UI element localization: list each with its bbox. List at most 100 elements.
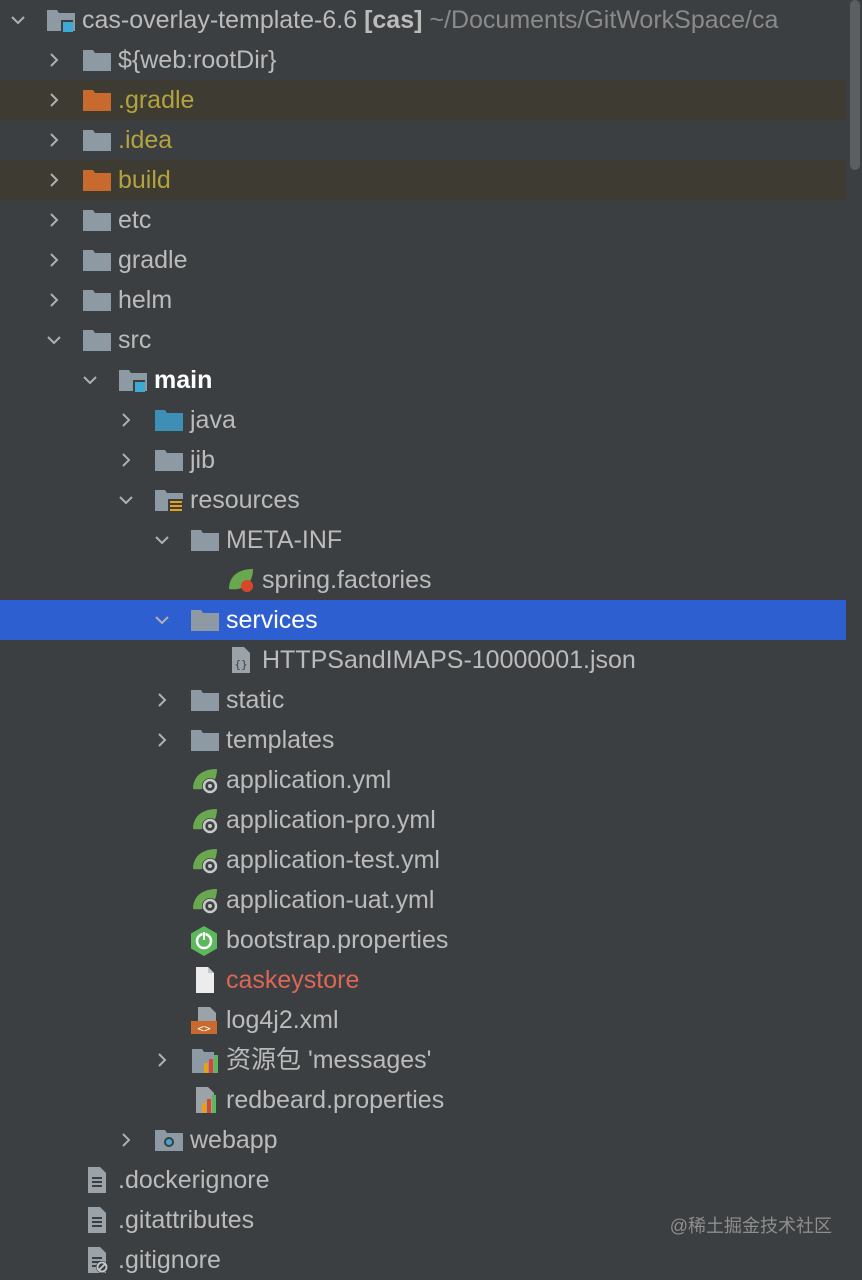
chevron-right-icon[interactable] <box>46 200 66 240</box>
file-label: bootstrap.properties <box>226 926 449 954</box>
folder-icon <box>154 445 184 475</box>
tree-item-meta-inf[interactable]: META-INF <box>0 520 846 560</box>
folder-icon <box>190 605 220 635</box>
tree-item-static[interactable]: static <box>0 680 846 720</box>
tree-item-webapp[interactable]: webapp <box>0 1120 846 1160</box>
file-label: spring.factories <box>262 566 432 594</box>
tree-item-jib[interactable]: jib <box>0 440 846 480</box>
file-label: redbeard.properties <box>226 1086 445 1114</box>
chevron-right-icon[interactable] <box>154 680 174 720</box>
folder-label: jib <box>190 446 216 474</box>
chevron-right-icon[interactable] <box>46 240 66 280</box>
module-name: [cas] <box>364 6 423 34</box>
folder-label: ${web:rootDir} <box>118 46 277 74</box>
tree-item-service-json[interactable]: {} HTTPSandIMAPS-10000001.json <box>0 640 846 680</box>
chevron-right-icon[interactable] <box>46 280 66 320</box>
tree-item-caskeystore[interactable]: caskeystore <box>0 960 846 1000</box>
tree-item-bootstrap-properties[interactable]: bootstrap.properties <box>0 920 846 960</box>
chevron-down-icon[interactable] <box>46 320 66 360</box>
tree-item-application-uat-yml[interactable]: application-uat.yml <box>0 880 846 920</box>
folder-label: static <box>226 686 285 714</box>
tree-item-src[interactable]: src <box>0 320 846 360</box>
tree-item-spring-factories[interactable]: spring.factories <box>0 560 846 600</box>
tree-item-resources[interactable]: resources <box>0 480 846 520</box>
folder-icon <box>82 125 112 155</box>
watermark: @稀土掘金技术社区 <box>669 1216 832 1236</box>
tree-item-root-dir[interactable]: ${web:rootDir} <box>0 40 846 80</box>
text-file-icon <box>82 1165 112 1195</box>
chevron-right-icon[interactable] <box>118 400 138 440</box>
chevron-right-icon[interactable] <box>46 40 66 80</box>
folder-label: webapp <box>190 1126 278 1154</box>
folder-icon <box>190 685 220 715</box>
folder-icon <box>190 525 220 555</box>
folder-label: templates <box>226 726 335 754</box>
chevron-right-icon[interactable] <box>46 80 66 120</box>
tree-item-etc[interactable]: etc <box>0 200 846 240</box>
spring-yml-icon <box>190 805 220 835</box>
chevron-right-icon[interactable] <box>118 1120 138 1160</box>
folder-icon <box>190 725 220 755</box>
web-folder-icon <box>154 1125 184 1155</box>
tree-item-build[interactable]: build <box>0 160 846 200</box>
chevron-down-icon[interactable] <box>10 0 30 40</box>
tree-item-application-test-yml[interactable]: application-test.yml <box>0 840 846 880</box>
tree-item-application-yml[interactable]: application.yml <box>0 760 846 800</box>
bundle-label: 资源包 'messages' <box>226 1046 432 1074</box>
tree-item-gitattributes[interactable]: .gitattributes <box>0 1200 846 1240</box>
tree-item-services[interactable]: services <box>0 600 846 640</box>
tree-item-redbeard-properties[interactable]: redbeard.properties <box>0 1080 846 1120</box>
tree-item-application-pro-yml[interactable]: application-pro.yml <box>0 800 846 840</box>
chevron-right-icon[interactable] <box>46 120 66 160</box>
excluded-folder-icon <box>82 165 112 195</box>
folder-label: main <box>154 366 213 394</box>
file-label: .gitattributes <box>118 1206 255 1234</box>
text-file-icon <box>82 1205 112 1235</box>
file-label: .dockerignore <box>118 1166 270 1194</box>
tree-item-java[interactable]: java <box>0 400 846 440</box>
folder-label: etc <box>118 206 152 234</box>
svg-text:<>: <> <box>197 1022 211 1035</box>
properties-file-icon <box>190 1085 220 1115</box>
file-label: caskeystore <box>226 966 360 994</box>
chevron-down-icon[interactable] <box>118 480 138 520</box>
folder-label: services <box>226 606 318 634</box>
chevron-right-icon[interactable] <box>118 440 138 480</box>
chevron-right-icon[interactable] <box>154 720 174 760</box>
resource-bundle-icon <box>190 1045 220 1075</box>
tree-item-idea[interactable]: .idea <box>0 120 846 160</box>
chevron-right-icon[interactable] <box>46 160 66 200</box>
tree-item-log4j2-xml[interactable]: <> log4j2.xml <box>0 1000 846 1040</box>
folder-label: helm <box>118 286 173 314</box>
tree-item-project-root[interactable]: cas-overlay-template-6.6 [cas] ~/Documen… <box>0 0 846 40</box>
vertical-scrollbar[interactable] <box>850 0 860 170</box>
chevron-down-icon[interactable] <box>82 360 102 400</box>
tree-item-templates[interactable]: templates <box>0 720 846 760</box>
folder-label: build <box>118 166 171 194</box>
folder-icon <box>82 285 112 315</box>
tree-item-gitignore[interactable]: .gitignore <box>0 1240 846 1280</box>
folder-label: META-INF <box>226 526 343 554</box>
tree-item-dockerignore[interactable]: .dockerignore <box>0 1160 846 1200</box>
spring-yml-icon <box>190 885 220 915</box>
ignore-file-icon <box>82 1245 112 1275</box>
resources-folder-icon <box>154 485 184 515</box>
file-label: application-test.yml <box>226 846 440 874</box>
tree-item-helm[interactable]: helm <box>0 280 846 320</box>
spring-yml-icon <box>190 765 220 795</box>
tree-item-resource-bundle[interactable]: 资源包 'messages' <box>0 1040 846 1080</box>
project-name: cas-overlay-template-6.6 <box>82 6 358 34</box>
folder-icon <box>82 205 112 235</box>
chevron-right-icon[interactable] <box>154 1040 174 1080</box>
tree-item-main[interactable]: main <box>0 360 846 400</box>
chevron-down-icon[interactable] <box>154 600 174 640</box>
folder-label: src <box>118 326 152 354</box>
spring-yml-icon <box>190 845 220 875</box>
folder-icon <box>82 245 112 275</box>
source-folder-icon <box>154 405 184 435</box>
folder-icon <box>82 45 112 75</box>
tree-item-gradle[interactable]: gradle <box>0 240 846 280</box>
json-file-icon: {} <box>226 645 256 675</box>
tree-item-gradle-hidden[interactable]: .gradle <box>0 80 846 120</box>
chevron-down-icon[interactable] <box>154 520 174 560</box>
